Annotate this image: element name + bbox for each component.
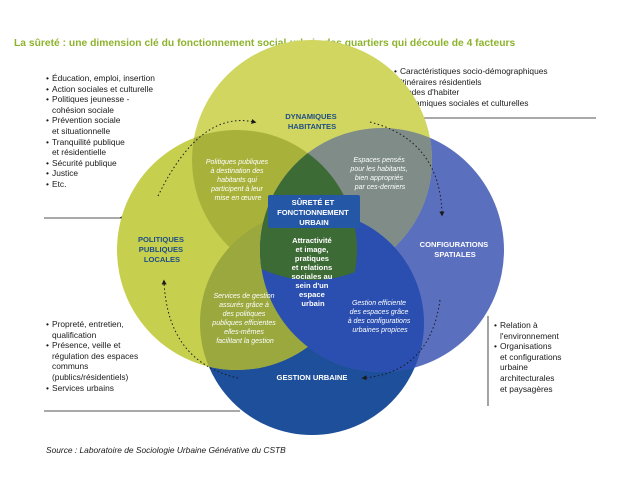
list-item: et situationnelle: [52, 125, 111, 136]
list-urban-management: Propreté, entretien, qualification Prése…: [46, 319, 176, 393]
list-item: Services urbains: [46, 383, 176, 394]
list-item: Politiques jeunesse -: [46, 94, 176, 105]
list-item: régulation des espaces: [52, 350, 139, 361]
label-politiques-publiques: POLITIQUES PUBLIQUES LOCALES: [138, 235, 186, 264]
list-item: Tranquilité publique: [46, 137, 176, 148]
label-gestion-urbaine: GESTION URBAINE: [277, 373, 348, 382]
list-item: Action sociales et culturelle: [46, 84, 176, 95]
list-item: urbaine: [500, 362, 528, 373]
list-item: Propreté, entretien,: [46, 319, 176, 330]
list-item: cohésion sociale: [52, 104, 114, 115]
list-item: Sécurité publique: [46, 158, 176, 169]
cycle-arrow: [361, 299, 441, 381]
source-caption: Source : Laboratoire de Sociologie Urbai…: [46, 445, 286, 455]
list-item: Prévention sociale: [46, 115, 176, 126]
list-public-policies: Éducation, emploi, insertion Action soci…: [46, 73, 176, 190]
label-dynamiques-habitantes: DYNAMIQUES HABITANTES: [285, 112, 339, 131]
list-item: architecturales: [500, 372, 555, 383]
list-item: qualification: [52, 329, 97, 340]
overlap-text-top-right: Espaces pensés pour les habitants, bien …: [349, 157, 409, 191]
cycle-arrow: [157, 119, 257, 197]
list-item: (publics/résidentiels): [52, 371, 129, 382]
overlap-right-bottom: [260, 211, 424, 372]
list-item: Relation à: [494, 320, 594, 331]
center-badge-text: SÛRETÉ ET FONCTIONNEMENT URBAIN: [277, 198, 351, 227]
list-item: Etc.: [46, 179, 176, 190]
list-item: Présence, veille et: [46, 340, 176, 351]
label-configurations-spatiales: CONFIGURATIONS SPATIALES: [420, 240, 491, 259]
list-item: Caractéristiques socio-démographiques: [394, 66, 594, 77]
diagram-title: La sûreté : une dimension clé du fonctio…: [14, 38, 516, 49]
list-item: et configurations: [500, 351, 562, 362]
list-spatial-configurations: Relation à l'environnement Organisations…: [494, 320, 594, 394]
list-item: Justice: [46, 168, 176, 179]
list-item: et paysagères: [500, 383, 553, 394]
center-body-text: Attractivité et image, pratiques et rela…: [291, 236, 334, 308]
list-item: communs: [52, 361, 89, 372]
center-badge: [268, 195, 360, 228]
list-item: et résidentielle: [52, 147, 107, 158]
list-item: Organisations: [494, 341, 594, 352]
overlap-text-right-bottom: Gestion efficiente des espaces grâce à d…: [348, 300, 413, 334]
center-intersection-top: [260, 130, 357, 280]
list-item: l'environnement: [500, 330, 559, 341]
list-item: Éducation, emploi, insertion: [46, 73, 176, 84]
overlap-text-left-bottom: Services de gestion assurés grâce à des …: [211, 293, 277, 345]
overlap-text-top-left: Politiques publiques à destination des h…: [206, 159, 270, 202]
